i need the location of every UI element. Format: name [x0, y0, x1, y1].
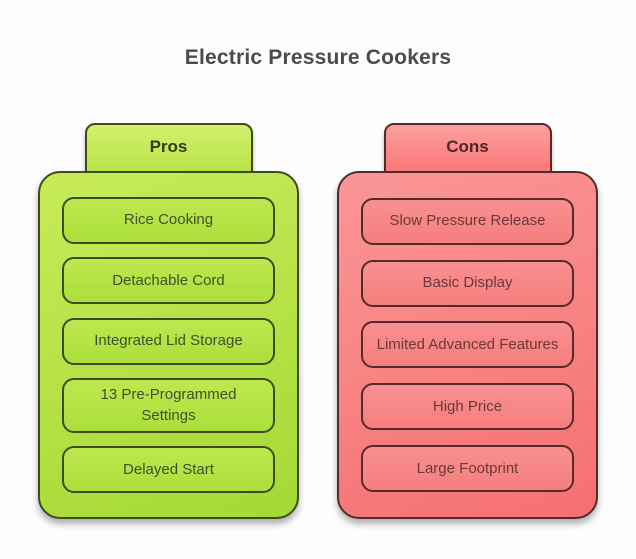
pros-column: Pros Rice Cooking Detachable Cord Integr… — [38, 123, 299, 519]
pros-item: Delayed Start — [62, 446, 275, 494]
pros-item: Integrated Lid Storage — [62, 317, 275, 365]
cons-panel: Slow Pressure Release Basic Display Limi… — [337, 171, 598, 519]
cons-item: Basic Display — [361, 259, 574, 307]
cons-tab-label: Cons — [446, 137, 489, 156]
pros-panel: Rice Cooking Detachable Cord Integrated … — [38, 171, 299, 519]
cons-item: High Price — [361, 383, 574, 431]
pros-item: Detachable Cord — [62, 257, 275, 305]
pros-item: Rice Cooking — [62, 196, 275, 244]
cons-item: Slow Pressure Release — [361, 197, 574, 245]
columns-row: Pros Rice Cooking Detachable Cord Integr… — [0, 123, 636, 519]
pros-item: 13 Pre-Programmed Settings — [62, 378, 275, 433]
cons-item: Limited Advanced Features — [361, 321, 574, 369]
pros-tab-label: Pros — [149, 137, 188, 156]
cons-column: Cons Slow Pressure Release Basic Display… — [337, 123, 598, 519]
cons-item: Large Footprint — [361, 445, 574, 493]
page-title: Electric Pressure Cookers — [184, 46, 452, 69]
